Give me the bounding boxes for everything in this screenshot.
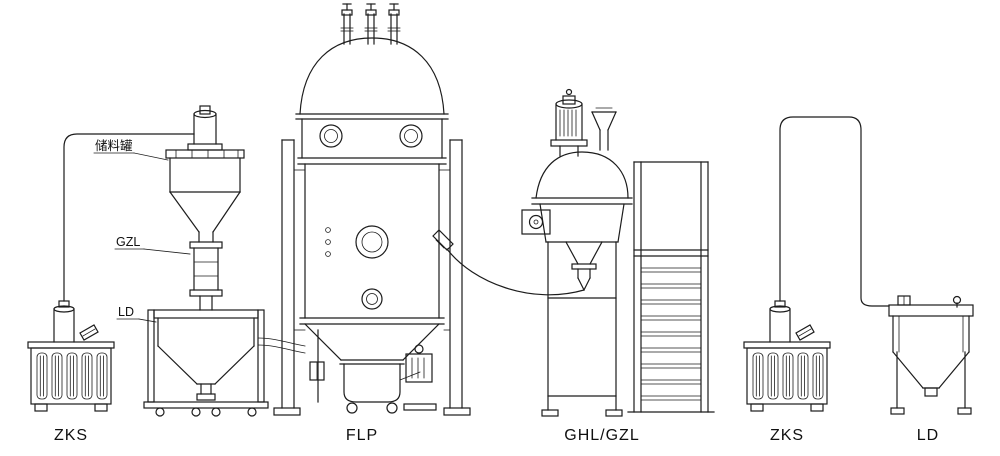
ghl-high-shear-granulator	[521, 88, 633, 417]
label-ld-right: LD	[917, 427, 939, 444]
flp-top-pipes	[340, 3, 401, 45]
storage-hopper-column	[143, 105, 269, 417]
label-ghl-gzl: GHL/GZL	[564, 427, 639, 444]
ld-label: LD	[118, 305, 134, 319]
storage-tank-label: 储料罐	[95, 138, 133, 153]
callout-gzl: GZL	[114, 235, 191, 255]
label-zks-left: ZKS	[54, 427, 88, 444]
vacuum-transfer-pipes	[63, 116, 890, 354]
zks-right-vacuum-feeder	[743, 300, 831, 412]
flp-fluid-bed-dryer	[273, 3, 471, 416]
zks-left-vacuum-feeder	[27, 300, 115, 412]
callout-ld: LD	[116, 305, 157, 323]
gzl-label: GZL	[116, 235, 140, 249]
label-zks-right: ZKS	[770, 427, 804, 444]
callout-storage-tank: 储料罐	[93, 138, 169, 161]
label-flp: FLP	[346, 427, 378, 444]
platform-stairs	[627, 161, 715, 413]
ld-hopper-bin	[888, 295, 974, 415]
